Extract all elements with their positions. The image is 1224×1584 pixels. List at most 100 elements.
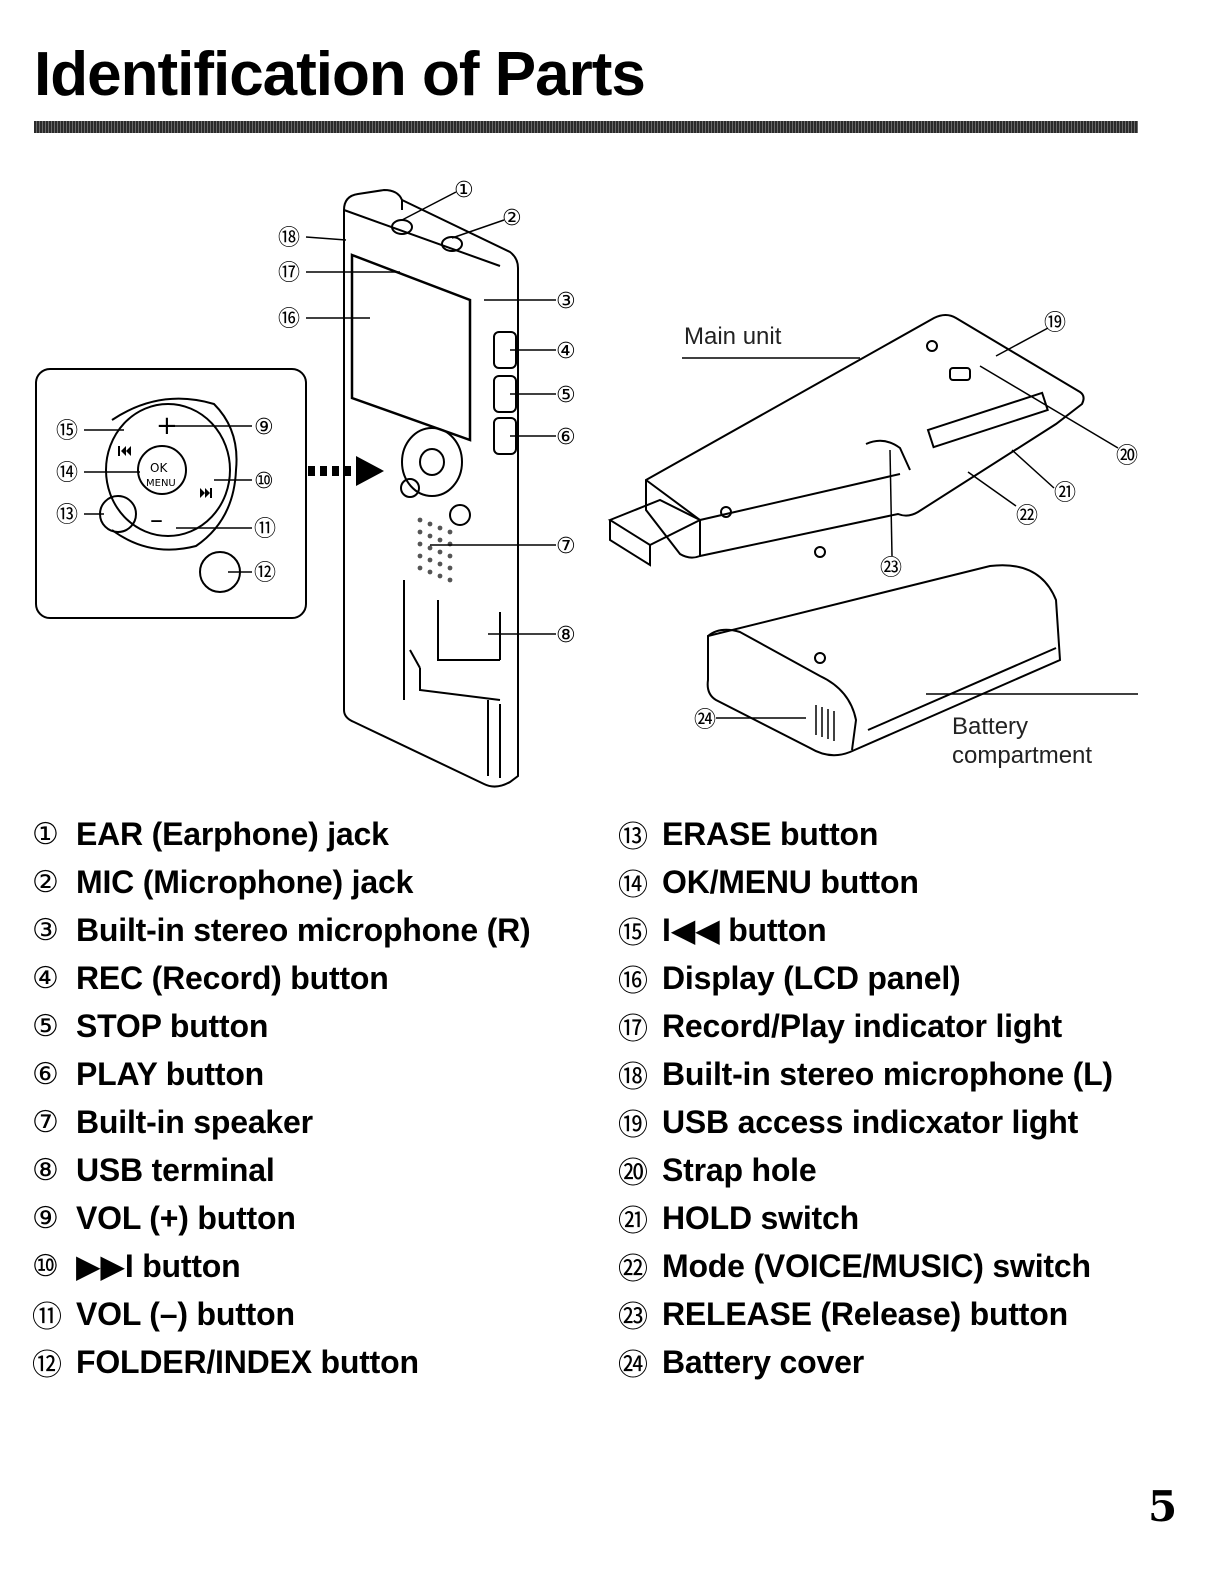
part-number: ㉔ bbox=[618, 1348, 648, 1383]
callout-6: ⑥ bbox=[556, 425, 576, 450]
part-item-12: ⑫ FOLDER/INDEX button bbox=[32, 1338, 602, 1386]
part-label: Mode (VOICE/MUSIC) switch bbox=[662, 1247, 1091, 1284]
part-label: Built-in stereo microphone (L) bbox=[662, 1055, 1113, 1092]
skip-forward-icon bbox=[200, 488, 212, 498]
parts-diagram: + – OK MENU bbox=[35, 178, 1138, 788]
part-label: MIC (Microphone) jack bbox=[76, 863, 414, 900]
leader-lines bbox=[84, 191, 1138, 719]
part-label: HOLD switch bbox=[662, 1199, 859, 1236]
part-number: ④ bbox=[32, 960, 59, 996]
part-item-23: ㉓ RELEASE (Release) button bbox=[618, 1290, 1178, 1338]
callout-7: ⑦ bbox=[556, 534, 576, 559]
callout-18: ⑱ bbox=[278, 226, 300, 251]
main-unit-label: Main unit bbox=[684, 323, 782, 350]
battery-label-line2: compartment bbox=[952, 742, 1092, 769]
part-label: EAR (Earphone) jack bbox=[76, 815, 389, 852]
part-number: ⑯ bbox=[618, 964, 648, 999]
part-item-15: ⑮ I◀◀ button bbox=[618, 906, 1178, 954]
part-label: USB access indicxator light bbox=[662, 1103, 1079, 1140]
callout-1: ① bbox=[454, 178, 474, 203]
part-number: ⑫ bbox=[32, 1348, 62, 1383]
part-item-7: ⑦ Built-in speaker bbox=[32, 1098, 602, 1146]
callout-11: ⑪ bbox=[254, 517, 276, 542]
battery-label-line1: Battery bbox=[952, 713, 1028, 740]
callout-14: ⑭ bbox=[56, 461, 78, 486]
part-item-20: ⑳ Strap hole bbox=[618, 1146, 1178, 1194]
battery-cover-drawing bbox=[706, 564, 1062, 757]
part-number: ⑬ bbox=[618, 820, 648, 855]
part-number: ⑨ bbox=[32, 1200, 59, 1236]
part-number: ⑩ bbox=[32, 1248, 59, 1284]
part-number: ⑪ bbox=[32, 1300, 62, 1335]
part-label: Battery cover bbox=[662, 1343, 864, 1380]
part-number: ③ bbox=[32, 912, 59, 948]
part-label: STOP button bbox=[76, 1007, 269, 1044]
part-number: ⑱ bbox=[618, 1060, 648, 1095]
callout-24: ㉔ bbox=[694, 708, 716, 733]
part-label: Built-in stereo microphone (R) bbox=[76, 911, 531, 948]
callout-2: ② bbox=[502, 206, 522, 231]
detail-arrow bbox=[308, 456, 384, 486]
part-number: ⑮ bbox=[618, 916, 648, 951]
part-number: ⑳ bbox=[618, 1156, 648, 1191]
part-item-18: ⑱ Built-in stereo microphone (L) bbox=[618, 1050, 1178, 1098]
part-number: ⑥ bbox=[32, 1056, 59, 1092]
part-label: ▶▶I button bbox=[76, 1248, 241, 1284]
part-number: ⑧ bbox=[32, 1152, 59, 1188]
part-label: I◀◀ button bbox=[662, 912, 827, 948]
vol-minus-symbol: – bbox=[150, 505, 163, 535]
title-rule bbox=[34, 121, 1138, 133]
part-item-5: ⑤ STOP button bbox=[32, 1002, 602, 1050]
callout-19: ⑲ bbox=[1044, 311, 1066, 336]
part-item-8: ⑧ USB terminal bbox=[32, 1146, 602, 1194]
vol-plus-symbol: + bbox=[156, 411, 178, 441]
part-number: ① bbox=[32, 816, 59, 852]
part-item-1: ① EAR (Earphone) jack bbox=[32, 810, 602, 858]
parts-list-left: ① EAR (Earphone) jack ② MIC (Microphone) j… bbox=[32, 810, 602, 1386]
part-label: USB terminal bbox=[76, 1151, 275, 1188]
parts-list-right: ⑬ ERASE button ⑭ OK/MENU button ⑮ I◀◀ butto… bbox=[618, 810, 1178, 1386]
skip-back-icon bbox=[118, 446, 131, 456]
part-label: PLAY button bbox=[76, 1055, 265, 1092]
menu-symbol: MENU bbox=[146, 478, 176, 489]
callout-20: ⑳ bbox=[1116, 444, 1138, 469]
callout-22: ㉒ bbox=[1016, 504, 1038, 529]
ok-symbol: OK bbox=[150, 461, 168, 475]
page-number: 5 bbox=[1148, 1482, 1178, 1531]
part-label: VOL (+) button bbox=[76, 1199, 296, 1236]
part-label: Display (LCD panel) bbox=[662, 959, 961, 996]
part-number: ㉓ bbox=[618, 1300, 648, 1335]
part-label: Built-in speaker bbox=[76, 1103, 313, 1140]
callout-12: ⑫ bbox=[254, 561, 276, 586]
part-item-24: ㉔ Battery cover bbox=[618, 1338, 1178, 1386]
part-number: ⑦ bbox=[32, 1104, 59, 1140]
callout-10: ⑩ bbox=[254, 469, 274, 494]
part-item-2: ② MIC (Microphone) jack bbox=[32, 858, 602, 906]
callout-4: ④ bbox=[556, 339, 576, 364]
part-label: Record/Play indicator light bbox=[662, 1007, 1063, 1044]
part-label: OK/MENU button bbox=[662, 863, 919, 900]
part-label: Strap hole bbox=[662, 1151, 817, 1188]
keypad-detail: + – OK MENU bbox=[35, 368, 307, 619]
part-item-9: ⑨ VOL (+) button bbox=[32, 1194, 602, 1242]
part-item-14: ⑭ OK/MENU button bbox=[618, 858, 1178, 906]
part-label: RELEASE (Release) button bbox=[662, 1295, 1068, 1332]
callout-5: ⑤ bbox=[556, 383, 576, 408]
part-label: ERASE button bbox=[662, 815, 879, 852]
part-number: ⑤ bbox=[32, 1008, 59, 1044]
main-unit-drawing bbox=[607, 314, 1085, 567]
part-number: ㉒ bbox=[618, 1252, 648, 1287]
part-item-13: ⑬ ERASE button bbox=[618, 810, 1178, 858]
recorder-front-view bbox=[343, 188, 519, 788]
part-number: ⑰ bbox=[618, 1012, 648, 1047]
part-item-22: ㉒ Mode (VOICE/MUSIC) switch bbox=[618, 1242, 1178, 1290]
part-item-16: ⑯ Display (LCD panel) bbox=[618, 954, 1178, 1002]
callout-9: ⑨ bbox=[254, 415, 274, 440]
part-number: ② bbox=[32, 864, 59, 900]
part-number: ⑭ bbox=[618, 868, 648, 903]
part-label: FOLDER/INDEX button bbox=[76, 1343, 419, 1380]
page-title: Identification of Parts bbox=[34, 40, 646, 109]
